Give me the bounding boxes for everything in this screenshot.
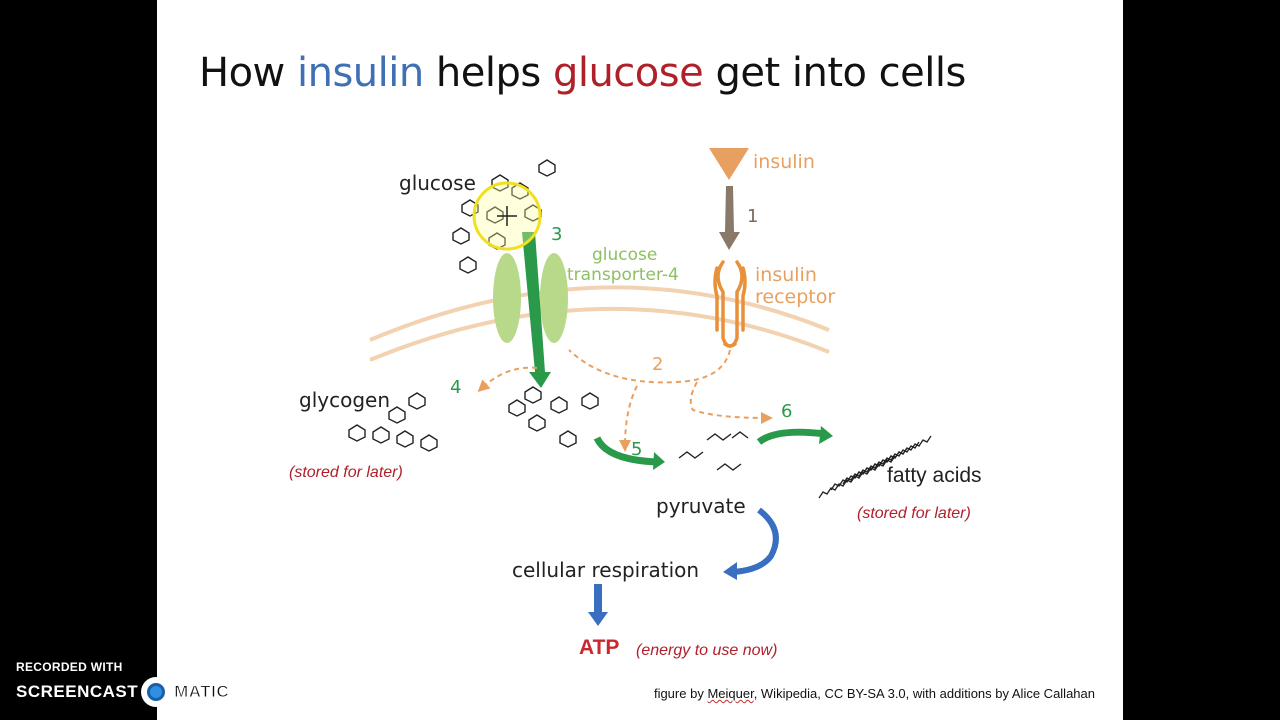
glycogen-label: glycogen <box>299 388 390 412</box>
glut4-label-line1: glucose <box>592 245 657 265</box>
membrane-inner <box>369 307 830 362</box>
insulin-glucose-diagram: glucose insulin 1 3 glucose transporter-… <box>289 148 982 659</box>
title-insulin-word: insulin <box>296 50 424 96</box>
title-text-2: helps <box>423 50 553 96</box>
step6-arrow-head <box>819 426 833 444</box>
receptor-label-line1: insulin <box>755 264 817 286</box>
membrane-outer <box>369 285 830 342</box>
step3-number: 3 <box>551 224 562 245</box>
glycogen-note: (stored for later) <box>289 464 403 481</box>
figure-credit: figure by Meiquer, Wikipedia, CC BY-SA 3… <box>653 686 1095 701</box>
fatty-acids-note: (stored for later) <box>857 505 971 522</box>
slide-title: How insulin helps glucose get into cells <box>199 50 966 96</box>
step1-number: 1 <box>747 206 758 227</box>
atp-arrow <box>588 584 608 626</box>
fatty-acids-molecules <box>818 435 932 499</box>
step6-number: 6 <box>781 401 792 422</box>
signal-pathways <box>477 349 773 452</box>
respiration-curve-arrow-head <box>723 562 737 580</box>
step2-number: 2 <box>652 354 663 375</box>
glut4-right-lobe <box>540 253 568 343</box>
watermark-caption: RECORDED WITH <box>16 660 123 674</box>
step5-arrow <box>593 436 658 466</box>
glut4-left-lobe <box>493 253 521 343</box>
step3-arrow <box>522 232 551 388</box>
respiration-curve-arrow <box>732 507 779 575</box>
glucose-molecules-inside <box>508 386 599 448</box>
step5-arrow-head <box>653 452 665 470</box>
insulin-receptor <box>713 260 747 348</box>
screencast-logo-icon <box>141 677 172 707</box>
title-text-1: How <box>199 50 297 96</box>
glucose-label: glucose <box>399 171 476 195</box>
step1-arrow <box>719 186 740 250</box>
insulin-molecule <box>709 148 749 180</box>
respiration-label: cellular respiration <box>512 558 699 582</box>
watermark-brand-left: SCREENCAST <box>16 682 139 701</box>
slide: How insulin helps glucose get into cells <box>157 0 1123 720</box>
insulin-label: insulin <box>753 151 815 173</box>
glut4-label-line2: transporter-4 <box>567 265 679 285</box>
title-text-3: get into cells <box>703 50 966 96</box>
step5-number: 5 <box>631 439 642 460</box>
title-glucose-word: glucose <box>552 50 704 96</box>
cursor-icon <box>497 206 517 226</box>
step4-number: 4 <box>450 377 461 398</box>
step6-arrow <box>756 428 826 445</box>
atp-note: (energy to use now) <box>636 642 777 659</box>
glycogen-molecule <box>348 392 438 452</box>
pyruvate-label: pyruvate <box>656 494 746 518</box>
atp-label: ATP <box>579 636 619 659</box>
pyruvate-molecules <box>678 431 749 471</box>
watermark-brand-right: MATIC <box>174 682 230 702</box>
screencast-watermark: RECORDED WITH SCREENCAST MATIC <box>16 660 229 707</box>
receptor-label-line2: receptor <box>755 286 835 308</box>
fatty-acids-label: fatty acids <box>887 464 982 487</box>
